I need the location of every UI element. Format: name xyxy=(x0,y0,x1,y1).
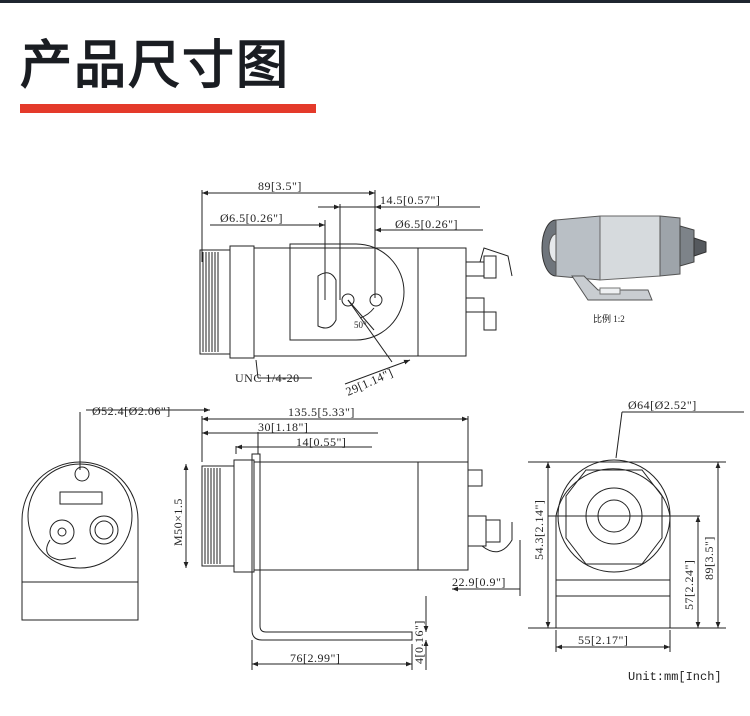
dim-front-14: 14[0.55"] xyxy=(296,435,346,449)
top-view-labels: 89[3.5"] 14.5[0.57"] Ø6.5[0.26"] Ø6.5[0.… xyxy=(220,179,458,399)
unit-label: Unit:mm[Inch] xyxy=(628,670,722,684)
dim-front-30: 30[1.18"] xyxy=(258,420,308,434)
title-underline xyxy=(20,104,316,113)
dim-radius: 29[1.14"] xyxy=(344,365,396,398)
back-view xyxy=(21,407,210,621)
dim-mount-thread: UNC 1/4-20 xyxy=(235,371,300,385)
side-view-labels: 135.5[5.33"] 30[1.18"] 14[0.55"] M50×1.5… xyxy=(171,405,506,665)
dim-front-diameter: Ø64[Ø2.52"] xyxy=(628,398,697,412)
iso-scale-label: 比例 1:2 xyxy=(593,313,625,324)
front-view xyxy=(528,411,744,652)
dim-hole-right: Ø6.5[0.26"] xyxy=(395,217,458,231)
side-view xyxy=(183,416,521,670)
dim-lens-thread: M50×1.5 xyxy=(171,498,185,546)
top-view xyxy=(199,190,513,385)
dim-connector: 22.9[0.9"] xyxy=(452,575,506,589)
dim-offset: 14.5[0.57"] xyxy=(380,193,440,207)
iso-view xyxy=(541,215,707,301)
dim-bracket-thickness: 4[0.16"] xyxy=(412,620,426,664)
front-view-labels: Ø64[Ø2.52"] 89[3.5"] 54.3[2.14"] 57[2.24… xyxy=(532,398,716,647)
dim-front-height: 89[3.5"] xyxy=(702,536,716,580)
dim-total-length: 135.5[5.33"] xyxy=(288,405,355,419)
angle-label: 50° xyxy=(354,320,367,330)
dim-back-diameter: Ø52.4[Ø2.06"] xyxy=(92,404,171,418)
dim-center-height: 54.3[2.14"] xyxy=(532,500,546,560)
page-title: 产品尺寸图 xyxy=(20,36,291,96)
dim-hole-left: Ø6.5[0.26"] xyxy=(220,211,283,225)
dim-axis-height: 57[2.24"] xyxy=(682,560,696,610)
top-bar xyxy=(0,0,750,3)
dim-bracket-length: 76[2.99"] xyxy=(290,651,340,665)
dim-overall-width: 89[3.5"] xyxy=(258,179,302,193)
dim-front-width: 55[2.17"] xyxy=(578,633,628,647)
